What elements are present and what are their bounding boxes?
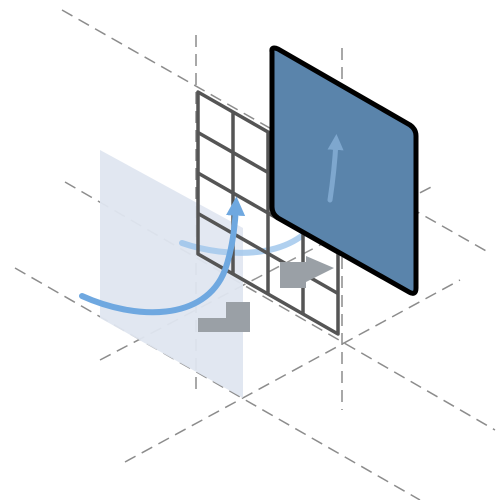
curved-arrow-tip [327,134,344,203]
front-panel [269,45,419,296]
back-plane [100,150,243,398]
curved-arrow-icon [79,196,246,316]
grid-line [197,211,339,296]
block-arrow-icon [198,302,250,332]
guide-line [14,267,421,500]
block-arrow-icon [280,256,334,288]
guide-line [124,279,461,463]
